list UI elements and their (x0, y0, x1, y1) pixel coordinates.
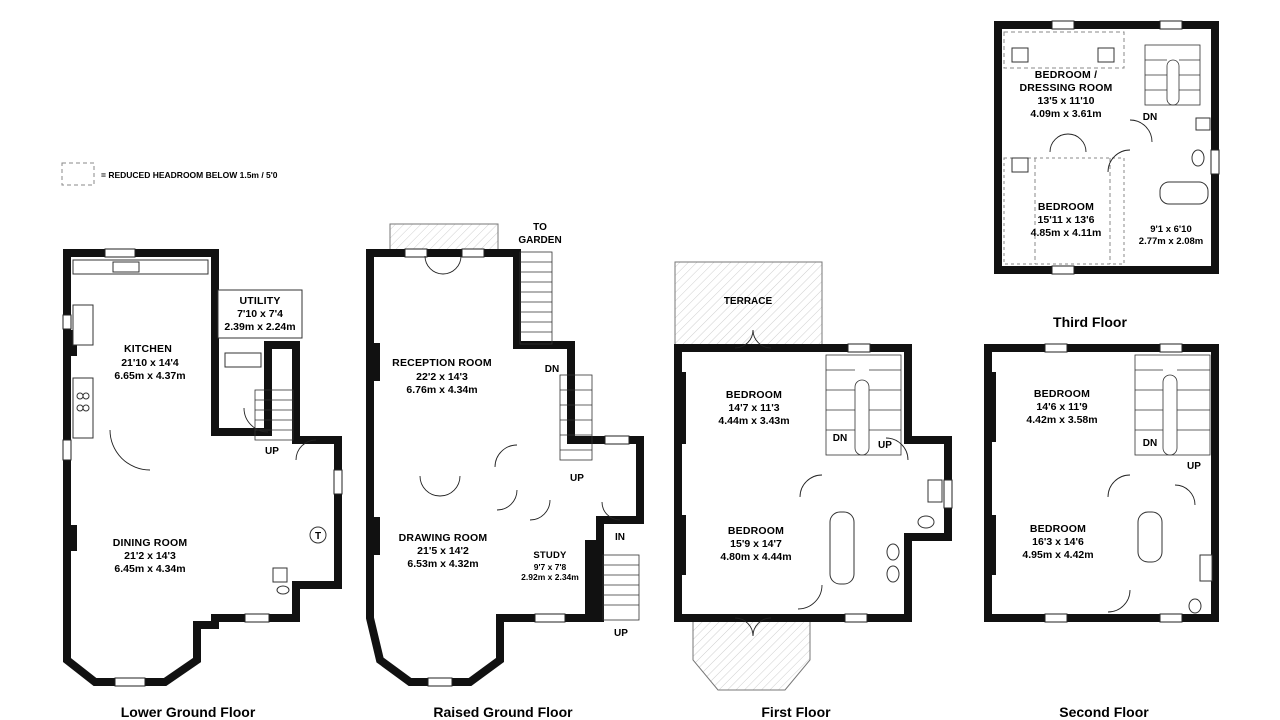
sf-up-label: UP (1187, 461, 1201, 472)
tf-dressing-metric: 4.09m x 3.61m (1030, 108, 1101, 120)
drawing-metric: 6.53m x 4.32m (407, 558, 478, 570)
study-imperial: 9'7 x 7'8 (534, 562, 567, 572)
floor-label-third: Third Floor (1053, 314, 1127, 330)
dining-metric: 6.45m x 4.34m (114, 563, 185, 575)
lg-up-label: UP (265, 446, 279, 457)
ff-bed1-imperial: 14'7 x 11'3 (728, 402, 779, 414)
tf-bath-metric: 2.77m x 2.08m (1139, 236, 1203, 247)
rg-in-label: IN (615, 532, 625, 543)
reception-name: RECEPTION ROOM (392, 357, 492, 369)
ff-up-label: UP (878, 440, 892, 451)
sf-dn-label: DN (1143, 438, 1157, 449)
tf-bath-imperial: 9'1 x 6'10 (1150, 224, 1192, 235)
floor-label-raised-ground: Raised Ground Floor (433, 704, 573, 720)
ff-bed1-name: BEDROOM (726, 389, 782, 401)
sf-bed1-imperial: 14'6 x 11'9 (1036, 401, 1087, 413)
drawing-imperial: 21'5 x 14'2 (417, 545, 469, 557)
reception-metric: 6.76m x 4.34m (406, 384, 477, 396)
first-floor: TERRACE D (674, 261, 953, 691)
dining-imperial: 21'2 x 14'3 (124, 550, 176, 562)
to-garden-line2: GARDEN (518, 235, 561, 246)
dining-name: DINING ROOM (113, 537, 188, 549)
ff-bed1-metric: 4.44m x 3.43m (718, 415, 789, 427)
utility-imperial: 7'10 x 7'4 (237, 308, 283, 320)
ff-bed2-name: BEDROOM (728, 525, 784, 537)
third-floor: DN BEDROOM / DRESSING ROOM 13'5 x 11'10 … (994, 20, 1220, 275)
to-garden-line1: TO (533, 222, 547, 233)
utility-name: UTILITY (239, 295, 280, 307)
tf-bed-metric: 4.85m x 4.11m (1031, 227, 1102, 239)
tf-dressing-imperial: 13'5 x 11'10 (1038, 95, 1095, 107)
kitchen-name: KITCHEN (124, 343, 172, 355)
utility-metric: 2.39m x 2.24m (224, 321, 295, 333)
tf-bed-name: BEDROOM (1038, 201, 1094, 213)
terrace-label: TERRACE (724, 296, 773, 307)
tank-label: T (315, 531, 321, 542)
floor-label-first: First Floor (761, 704, 831, 720)
rg-up-label: UP (570, 473, 584, 484)
kitchen-imperial: 21'10 x 14'4 (121, 357, 179, 369)
sf-bed2-name: BEDROOM (1030, 523, 1086, 535)
sf-bed2-metric: 4.95m x 4.42m (1022, 549, 1093, 561)
raised-ground-floor: TO GARDEN DN UP IN UP RECEPTION ROOM 22'… (366, 222, 644, 687)
ff-bed2-imperial: 15'9 x 14'7 (730, 538, 782, 550)
sf-bed2-imperial: 16'3 x 14'6 (1032, 536, 1084, 548)
study-metric: 2.92m x 2.34m (521, 572, 579, 582)
drawing-name: DRAWING ROOM (399, 532, 488, 544)
ff-dn-label: DN (833, 433, 847, 444)
tf-dressing-name1: BEDROOM / (1035, 69, 1097, 81)
second-floor: DN UP BEDROOM 14'6 x 11'9 4.42m x 3.58m … (984, 343, 1219, 623)
tf-bed-imperial: 15'11 x 13'6 (1038, 214, 1095, 226)
ff-bed2-metric: 4.80m x 4.44m (720, 551, 791, 563)
sf-bed1-name: BEDROOM (1034, 388, 1090, 400)
floor-label-second: Second Floor (1059, 704, 1149, 720)
lower-ground-floor: T UP UTILITY 7'10 x 7'4 2.39m x 2.24m KI… (62, 248, 343, 687)
kitchen-metric: 6.65m x 4.37m (114, 370, 185, 382)
legend-text: = REDUCED HEADROOM BELOW 1.5m / 5'0 (101, 170, 278, 180)
legend-swatch (61, 162, 95, 186)
floor-label-lower-ground: Lower Ground Floor (121, 704, 256, 720)
rg-dn-label: DN (545, 364, 559, 375)
sf-bed1-metric: 4.42m x 3.58m (1026, 414, 1097, 426)
tf-dn-label: DN (1143, 112, 1157, 123)
rg-up-label-2: UP (614, 628, 628, 639)
reception-imperial: 22'2 x 14'3 (416, 371, 468, 383)
tf-dressing-name2: DRESSING ROOM (1019, 82, 1112, 94)
study-name: STUDY (533, 550, 567, 561)
